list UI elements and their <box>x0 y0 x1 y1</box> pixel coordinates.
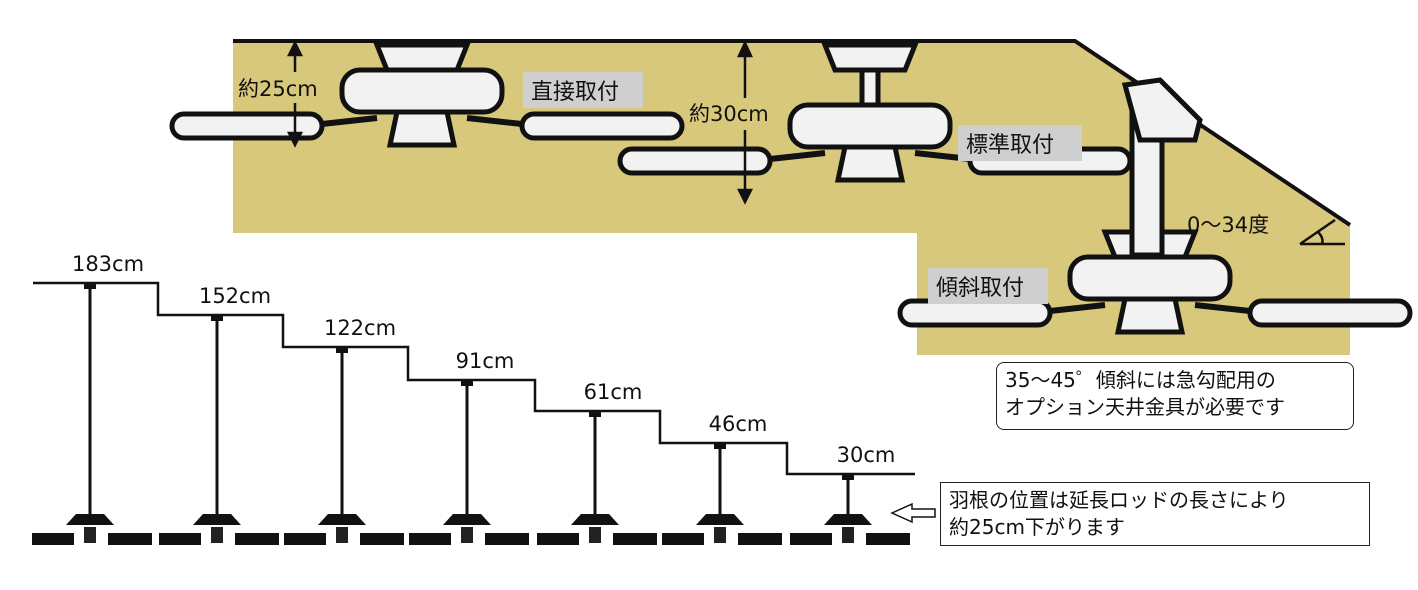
direct-mount-label: 直接取付 <box>531 80 619 105</box>
direct-distance-label: 約25cm <box>238 77 318 101</box>
pointer-arrow <box>890 502 936 524</box>
extension-rod-fan <box>284 347 404 545</box>
direct-mount-fan <box>169 42 685 148</box>
standard-mount-tag-bg <box>958 125 1082 161</box>
extension-rod-fan <box>32 283 152 545</box>
rod-length-step-line <box>33 281 915 476</box>
sloped-mount-tag-bg <box>928 268 1048 304</box>
standard-mount-label: 標準取付 <box>966 133 1054 158</box>
extension-rod-fan <box>790 474 910 545</box>
extension-rod-fan <box>662 443 782 545</box>
sloped-mount-fan <box>897 229 1413 335</box>
standard-distance-label: 約30cm <box>689 102 769 126</box>
slope-note-line2: オプション天井金具が必要です <box>1005 395 1285 419</box>
extension-rod-fan <box>409 380 529 545</box>
extension-rod-fan <box>537 411 657 545</box>
slope-note-box: 35〜45゜傾斜には急勾配用の オプション天井金具が必要です <box>996 362 1354 430</box>
slope-note-line1: 35〜45゜傾斜には急勾配用の <box>1005 368 1276 392</box>
rod-note-line2: 約25cm下がります <box>949 515 1125 539</box>
rod-length-label: 122cm <box>324 316 396 340</box>
slope-angle-label: 0〜34度 <box>1187 213 1269 237</box>
rod-length-label: 46cm <box>709 412 768 436</box>
distance-arrow-30cm <box>736 40 754 205</box>
sloped-mount-label: 傾斜取付 <box>936 276 1024 301</box>
ceiling-line <box>233 39 1352 227</box>
rod-length-label: 61cm <box>584 380 643 404</box>
rod-length-label: 30cm <box>837 443 896 467</box>
angle-marker <box>1299 218 1345 246</box>
distance-arrow-25cm <box>286 40 304 148</box>
rod-length-label: 152cm <box>199 284 271 308</box>
rod-note-box: 羽根の位置は延長ロッドの長さにより 約25cm下がります <box>940 482 1370 546</box>
rod-length-label: 91cm <box>456 349 515 373</box>
rod-length-label: 183cm <box>72 252 144 276</box>
sloped-mount-bracket <box>1121 77 1203 143</box>
rod-note-line1: 羽根の位置は延長ロッドの長さにより <box>949 488 1289 512</box>
extension-rod-fan <box>159 315 279 545</box>
direct-mount-tag-bg <box>523 72 643 108</box>
